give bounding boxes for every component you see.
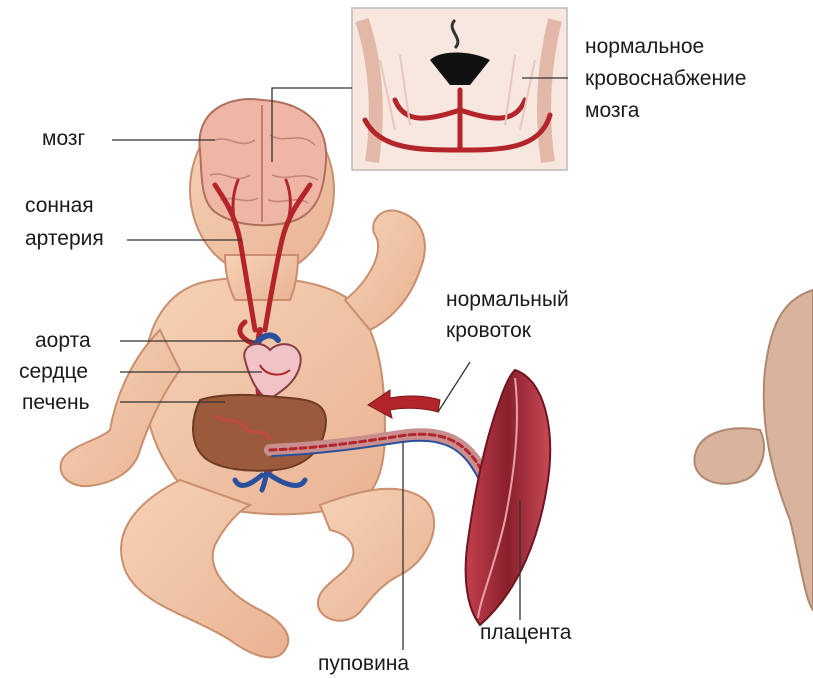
label-placenta: плацента bbox=[480, 620, 571, 645]
label-normal-flow-1: нормальный bbox=[446, 287, 569, 312]
label-normal-brain-supply-1: нормальное bbox=[585, 34, 704, 59]
label-heart: сердце bbox=[19, 359, 88, 384]
label-umbilical-cord: пуповина bbox=[318, 651, 409, 676]
label-normal-brain-supply-3: мозга bbox=[585, 98, 639, 123]
label-carotid-1: сонная bbox=[25, 193, 94, 218]
brain-supply-inset bbox=[352, 8, 567, 170]
liver bbox=[193, 395, 326, 471]
label-liver: печень bbox=[22, 390, 90, 415]
label-normal-flow-2: кровоток bbox=[446, 318, 531, 343]
label-normal-brain-supply-2: кровоснабжение bbox=[585, 66, 746, 91]
placenta bbox=[466, 370, 550, 625]
label-brain: мозг bbox=[42, 126, 85, 151]
label-aorta: аорта bbox=[35, 328, 91, 353]
leader-normal-flow bbox=[438, 362, 470, 412]
label-carotid-2: артерия bbox=[25, 226, 104, 251]
second-baby-partial bbox=[694, 290, 813, 610]
brain bbox=[200, 99, 327, 225]
